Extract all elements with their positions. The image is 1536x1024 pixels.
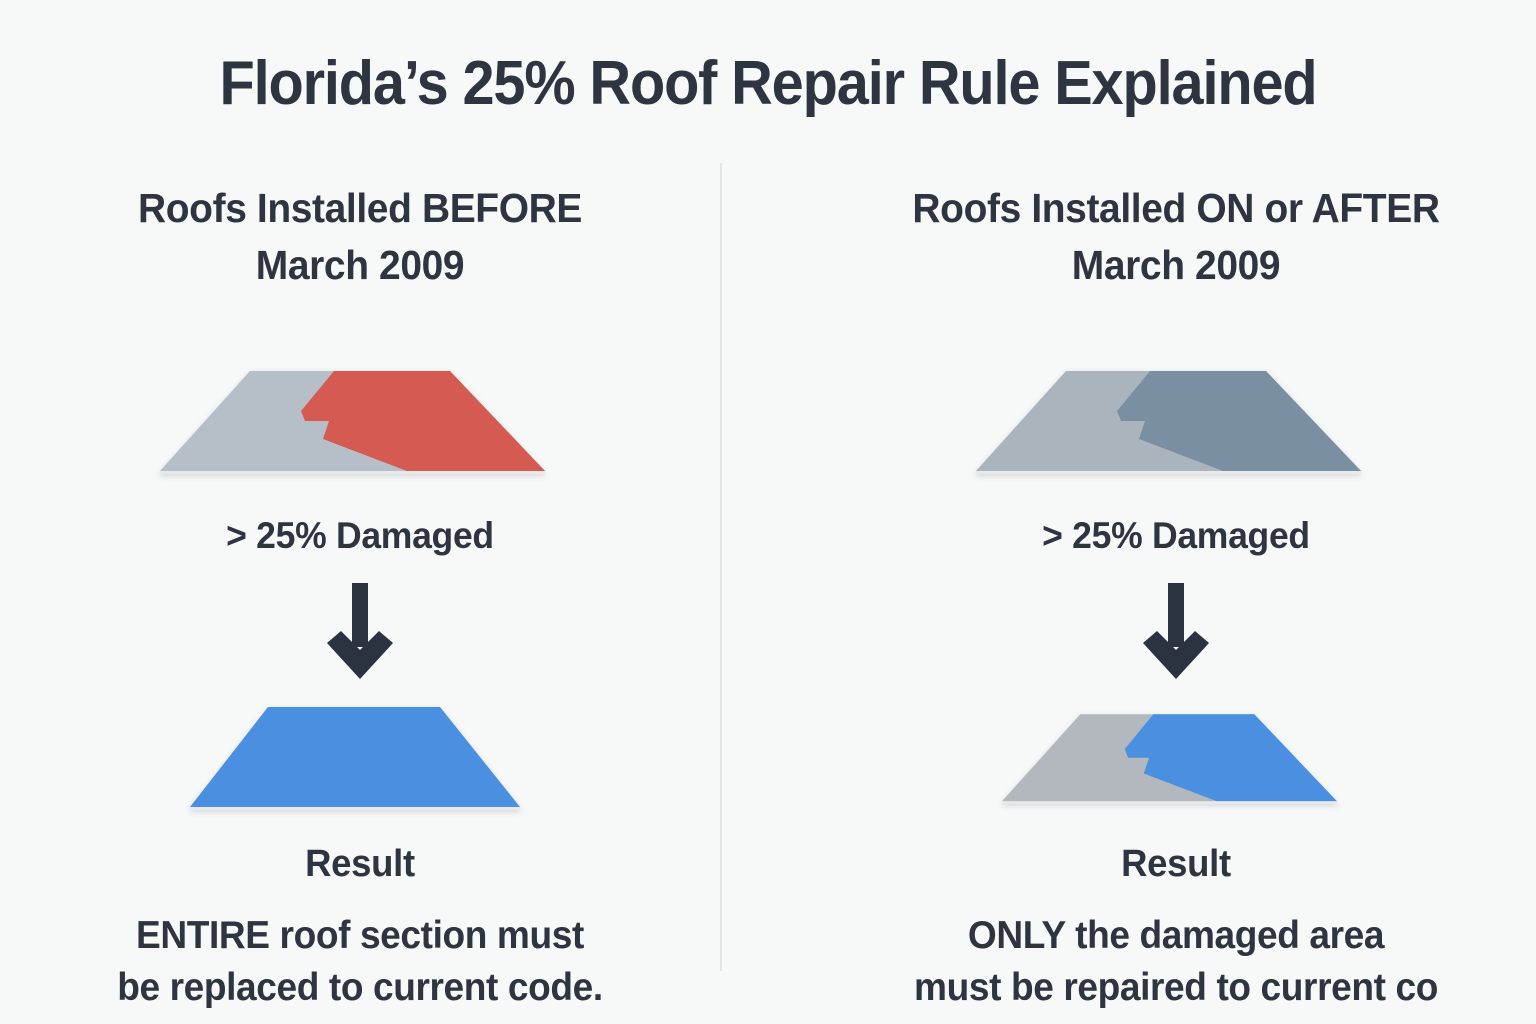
column-header-after: Roofs Installed ON or AFTER March 2009 bbox=[912, 185, 1440, 288]
roof-result-shadow bbox=[1002, 801, 1337, 805]
roof-damage-polygon bbox=[301, 371, 545, 472]
result-text-before: ENTIRE roof section must be replaced to … bbox=[117, 914, 603, 1010]
roof-damage-polygon bbox=[1117, 371, 1361, 472]
column-before-2009: Roofs Installed BEFORE March 2009 > 25% … bbox=[10, 180, 710, 1009]
damage-label-after: > 25% Damaged bbox=[1042, 515, 1310, 557]
arrow-down-icon bbox=[327, 583, 393, 680]
roof-diagram-before-result bbox=[10, 707, 710, 819]
page-title: Florida’s 25% Roof Repair Rule Explained bbox=[219, 49, 1317, 118]
arrow-container-after bbox=[826, 583, 1526, 683]
column-on-or-after-2009: Roofs Installed ON or AFTER March 2009 >… bbox=[826, 180, 1526, 1009]
roof-diagram-after-damaged bbox=[826, 371, 1526, 483]
roof-base-shadow bbox=[976, 471, 1361, 475]
roof-result-polygon bbox=[190, 707, 520, 808]
column-divider bbox=[720, 163, 722, 971]
roof-base-shadow bbox=[160, 471, 545, 475]
arrow-down-icon bbox=[1143, 583, 1209, 680]
roof-diagram-after-result bbox=[826, 707, 1526, 819]
roof-shape-result-blue bbox=[190, 707, 520, 811]
result-label-before: Result bbox=[305, 843, 415, 886]
roof-shape-damaged-slate bbox=[976, 371, 1361, 475]
roof-result-shadow bbox=[190, 807, 520, 811]
result-text-after: ONLY the damaged area must be repaired t… bbox=[914, 914, 1438, 1010]
column-header-before: Roofs Installed BEFORE March 2009 bbox=[138, 185, 582, 288]
roof-repair-polygon bbox=[1124, 714, 1337, 802]
roof-shape-result-partial bbox=[1002, 714, 1337, 805]
roof-diagram-before-damaged bbox=[10, 371, 710, 483]
roof-shape-damaged-red bbox=[160, 371, 545, 475]
result-label-after: Result bbox=[1121, 843, 1231, 886]
damage-label-before: > 25% Damaged bbox=[226, 515, 494, 557]
arrow-container-before bbox=[10, 583, 710, 683]
